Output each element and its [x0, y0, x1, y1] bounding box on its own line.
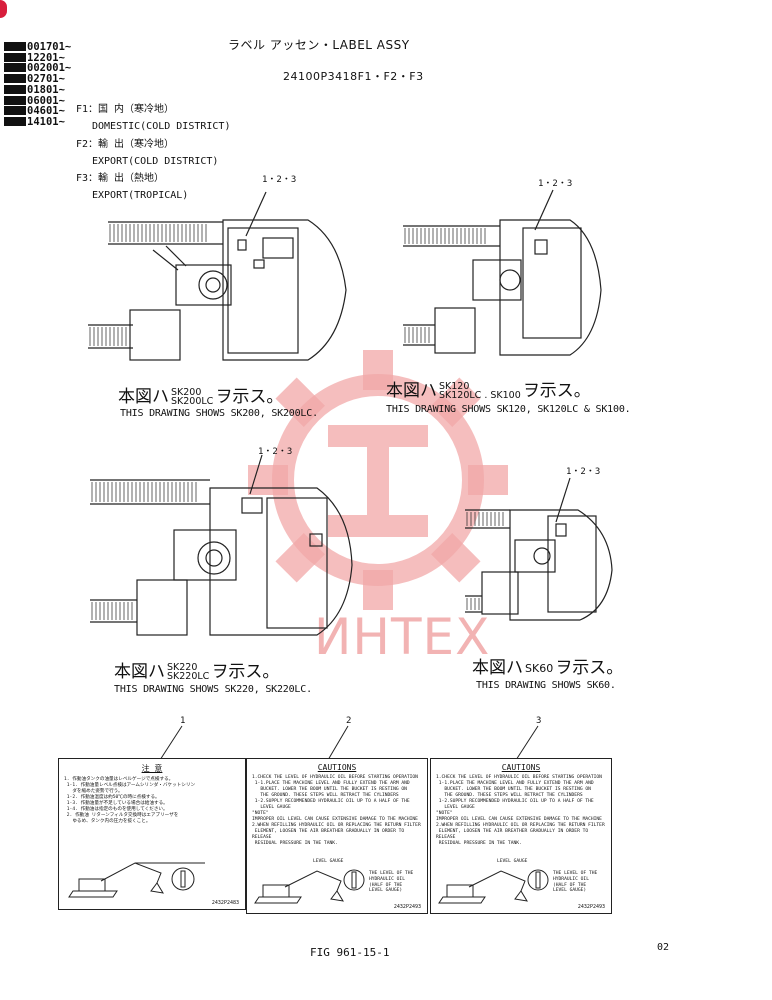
callout-label: 1・2・3 — [258, 447, 293, 457]
legend-code: F2：輸 出（寒冷地） — [76, 138, 175, 150]
serial-number-list: 001701~ 12201~ 002001~ 02701~ 01801~ 060… — [4, 42, 71, 128]
label-card-title: 注 意 — [141, 764, 163, 773]
figure-number: FIG 961-15-1 — [310, 946, 390, 959]
label-card-1: 注 意 1. 作動油タンクの油量はレベルゲージで点検する。 1-1. 作動油量レ… — [58, 758, 246, 910]
serial-row: 002001~ — [4, 63, 71, 74]
corner-mark — [0, 0, 7, 18]
label-card-title: CAUTIONS — [317, 763, 357, 772]
label-card-text: 1. 作動油タンクの油量はレベルゲージで点検する。 1-1. 作動油量レベル点検… — [64, 777, 196, 824]
watermark-gear-logo — [248, 350, 508, 610]
page-number: 02 — [657, 942, 670, 953]
machine-topview-sk120 — [403, 189, 602, 356]
serial-row: 14101~ — [4, 117, 71, 128]
machine-topview-sk220 — [90, 454, 353, 636]
machine-topview-sk60 — [465, 477, 613, 621]
excavator-illustration — [254, 870, 344, 904]
label-number: 2 — [346, 716, 352, 726]
legend-desc: EXPORT(COLD DISTRICT) — [92, 155, 219, 167]
gauge-note: THE LEVEL OF THE HYDRAULIC OIL (HALF OF … — [553, 871, 598, 894]
variant-legend: F1：国 内（寒冷地） DOMESTIC(COLD DISTRICT) F2：輸… — [76, 101, 230, 205]
serial-row: 01801~ — [4, 84, 71, 96]
drawing-caption-en: THIS DRAWING SHOWS SK60. — [476, 680, 616, 691]
gauge-label: LEVEL GAUGE — [497, 859, 528, 864]
label-card-3: CAUTIONS 1.CHECK THE LEVEL OF HYDRAULIC … — [430, 758, 612, 914]
label-card-2: CAUTIONS 1.CHECK THE LEVEL OF HYDRAULIC … — [246, 758, 428, 914]
serial-row: 12201~ — [4, 52, 71, 64]
serial-row: 02701~ — [4, 74, 71, 85]
label-number: 3 — [536, 716, 542, 726]
excavator-illustration — [438, 870, 528, 904]
page-title: ラベル アッセン・LABEL ASSY — [228, 38, 410, 52]
label-code: 2432P2493 — [577, 904, 605, 910]
part-number: 24100P3418F1・F2・F3 — [283, 70, 424, 83]
machine-topview-sk200 — [88, 191, 347, 361]
gauge-note: THE LEVEL OF THE HYDRAULIC OIL (HALF OF … — [369, 871, 414, 894]
label-code: 2432P2493 — [393, 904, 421, 910]
callout-label: 1・2・3 — [262, 175, 297, 185]
callout-label: 1・2・3 — [538, 179, 573, 189]
legend-desc: EXPORT(TROPICAL) — [92, 190, 189, 202]
callout-label: 1・2・3 — [566, 467, 601, 477]
label-card-text: 1.CHECK THE LEVEL OF HYDRAULIC OIL BEFOR… — [436, 775, 605, 846]
serial-row: 04601~ — [4, 106, 71, 117]
label-number: 1 — [180, 716, 186, 726]
legend-code: F3：輸 出（熱地） — [76, 173, 165, 185]
label-card-text: 1.CHECK THE LEVEL OF HYDRAULIC OIL BEFOR… — [252, 775, 421, 846]
serial-row: 001701~ — [4, 42, 71, 53]
drawing-caption-en: THIS DRAWING SHOWS SK120, SK120LC & SK10… — [386, 404, 631, 415]
legend-desc: DOMESTIC(COLD DISTRICT) — [92, 121, 231, 133]
serial-row: 06001~ — [4, 95, 71, 107]
leader-lines — [159, 725, 539, 761]
label-card-title: CAUTIONS — [501, 763, 541, 772]
level-gauge-icon — [343, 869, 365, 891]
drawing-caption-en: THIS DRAWING SHOWS SK220, SK220LC. — [114, 684, 312, 695]
level-gauge-icon — [527, 869, 549, 891]
legend-code: F1：国 内（寒冷地） — [76, 104, 175, 115]
drawing-caption-en: THIS DRAWING SHOWS SK200, SK200LC. — [120, 408, 318, 419]
label-code: 2432P2483 — [211, 900, 239, 906]
gauge-label: LEVEL GAUGE — [313, 859, 344, 864]
watermark-text: ИНТЕХ — [314, 608, 491, 666]
excavator-illustration — [68, 862, 205, 898]
